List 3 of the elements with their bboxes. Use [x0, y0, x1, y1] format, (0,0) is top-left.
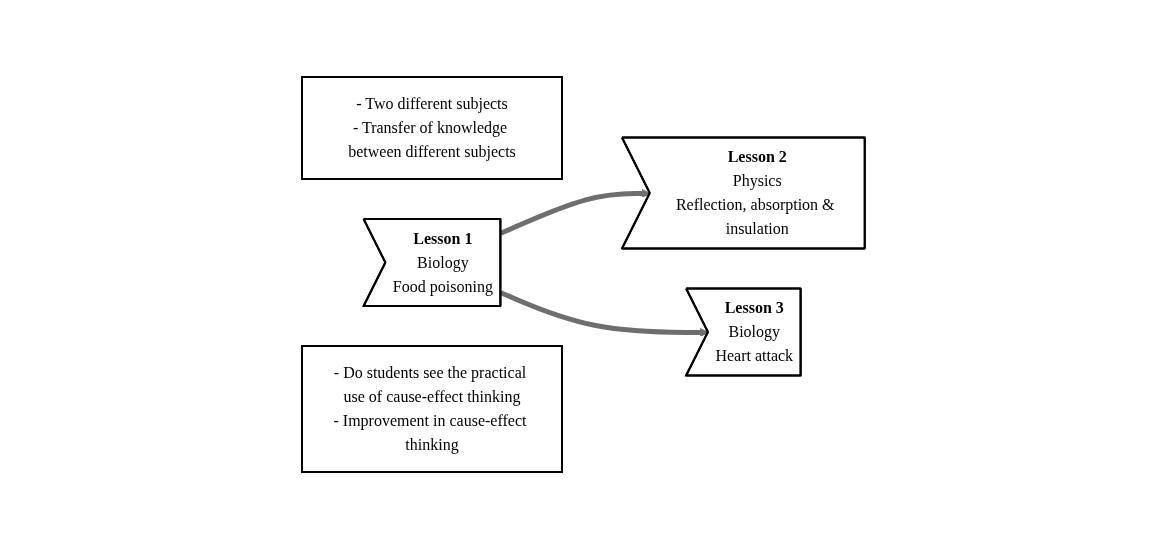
- node-box: - Do students see the practical use of cause-effect thinking - Improvement in cause-effect thinking: [300, 345, 563, 473]
- arrow: [499, 290, 709, 337]
- node-box: - Two different subjects - Transfer of knowledge between different subjects: [300, 76, 563, 180]
